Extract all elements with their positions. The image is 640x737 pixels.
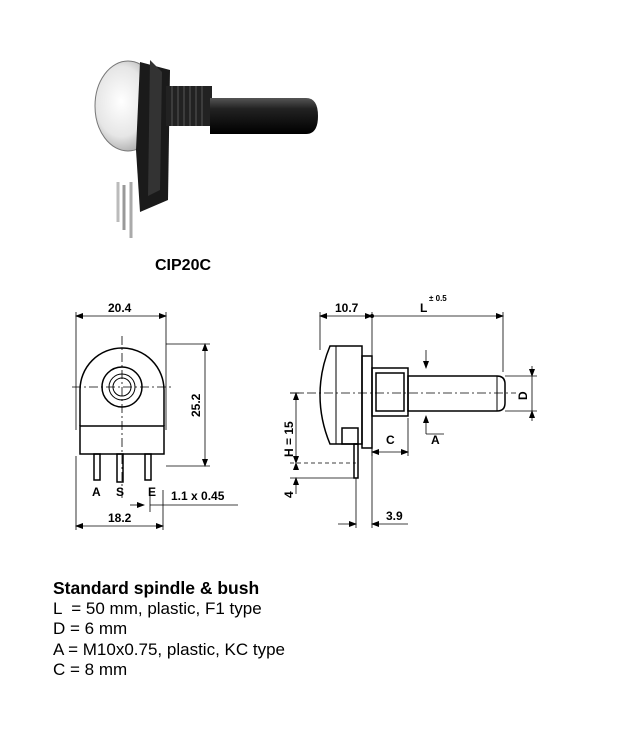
front-view [72,312,238,530]
spec-line-c: C = 8 mm [53,660,128,679]
bush-c-label: C [386,433,395,447]
pin-length-label: 4 [282,491,296,498]
front-height-label: 25.2 [189,393,203,417]
pin-label-s: S [116,485,124,499]
pin-pitch-label: 18.2 [108,511,132,525]
spec-line-d: D = 6 mm [53,619,128,638]
side-view [290,312,537,528]
length-tolerance-label: ± 0.5 [429,294,447,303]
body-depth-label: 10.7 [335,301,359,315]
height-h-label: H = 15 [282,421,296,457]
product-photo [94,60,318,238]
pin-label-e: E [148,485,156,499]
spec-line-a: A = M10x0.75, plastic, KC type [53,639,285,659]
pin-label-a: A [92,485,101,499]
diameter-d-label: D [516,391,530,400]
length-label: L [420,301,427,315]
thread-a-label: A [431,433,440,447]
spec-line-l: L = 50 mm, plastic, F1 type [53,598,262,618]
pin-size-label: 1.1 x 0.45 [171,489,225,503]
specs-block: Standard spindle & bush L = 50 mm, plast… [53,578,285,681]
pin-offset-label: 3.9 [386,509,403,523]
model-title: CIP20C [155,257,212,274]
front-width-label: 20.4 [108,301,132,315]
specs-heading: Standard spindle & bush [53,578,260,598]
